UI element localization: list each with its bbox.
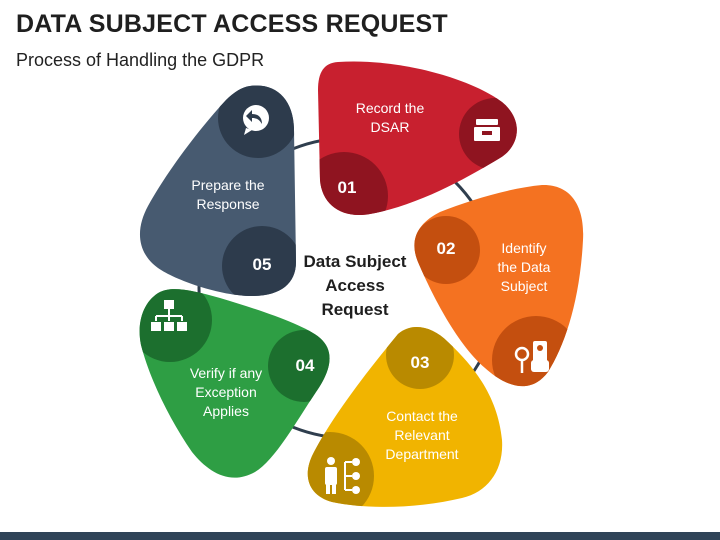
archive-drawer-icon [474, 119, 500, 141]
page-subtitle: Process of Handling the GDPR [16, 50, 265, 70]
page-title: DATA SUBJECT ACCESS REQUEST [16, 10, 448, 38]
step-3-label-line3: Department [385, 446, 458, 462]
step-4-number: 04 [296, 356, 315, 375]
step-4-petal: 04 Verify if any Exception Applies [139, 289, 330, 478]
center-label: Data Subject Access Request [304, 252, 407, 319]
search-id-card-icon [514, 341, 549, 373]
step-5-label-line1: Prepare the [191, 177, 264, 193]
step-2-number: 02 [437, 239, 456, 258]
checklist-hierarchy-icon [151, 300, 187, 331]
step-2-petal: 02 Identify the Data Subject [414, 184, 584, 387]
step-5-petal: Prepare the Response 05 [139, 85, 296, 296]
step-3-label-line1: Contact the [386, 408, 458, 424]
step-2-label-line1: Identify [501, 240, 546, 256]
step-3-number: 03 [411, 353, 430, 372]
reply-chat-icon [243, 105, 269, 135]
step-4-label-line1: Verify if any [190, 365, 262, 381]
center-label-line2: Access [325, 276, 385, 295]
step-5-number: 05 [253, 255, 272, 274]
step-1-label-line2: DSAR [371, 119, 410, 135]
bottom-accent-bar [0, 532, 720, 540]
step-2-label-line2: the Data [498, 259, 551, 275]
step-4-label-line2: Exception [195, 384, 256, 400]
step-5-label-line2: Response [196, 196, 259, 212]
step-1-label-line1: Record the [356, 100, 425, 116]
step-1-number: 01 [338, 178, 357, 197]
step-4-label-line3: Applies [203, 403, 249, 419]
step-2-label-line3: Subject [501, 278, 548, 294]
person-hierarchy-icon [325, 457, 360, 494]
step-3-label-line2: Relevant [394, 427, 449, 443]
center-label-line3: Request [321, 300, 388, 319]
center-label-line1: Data Subject [304, 252, 407, 271]
